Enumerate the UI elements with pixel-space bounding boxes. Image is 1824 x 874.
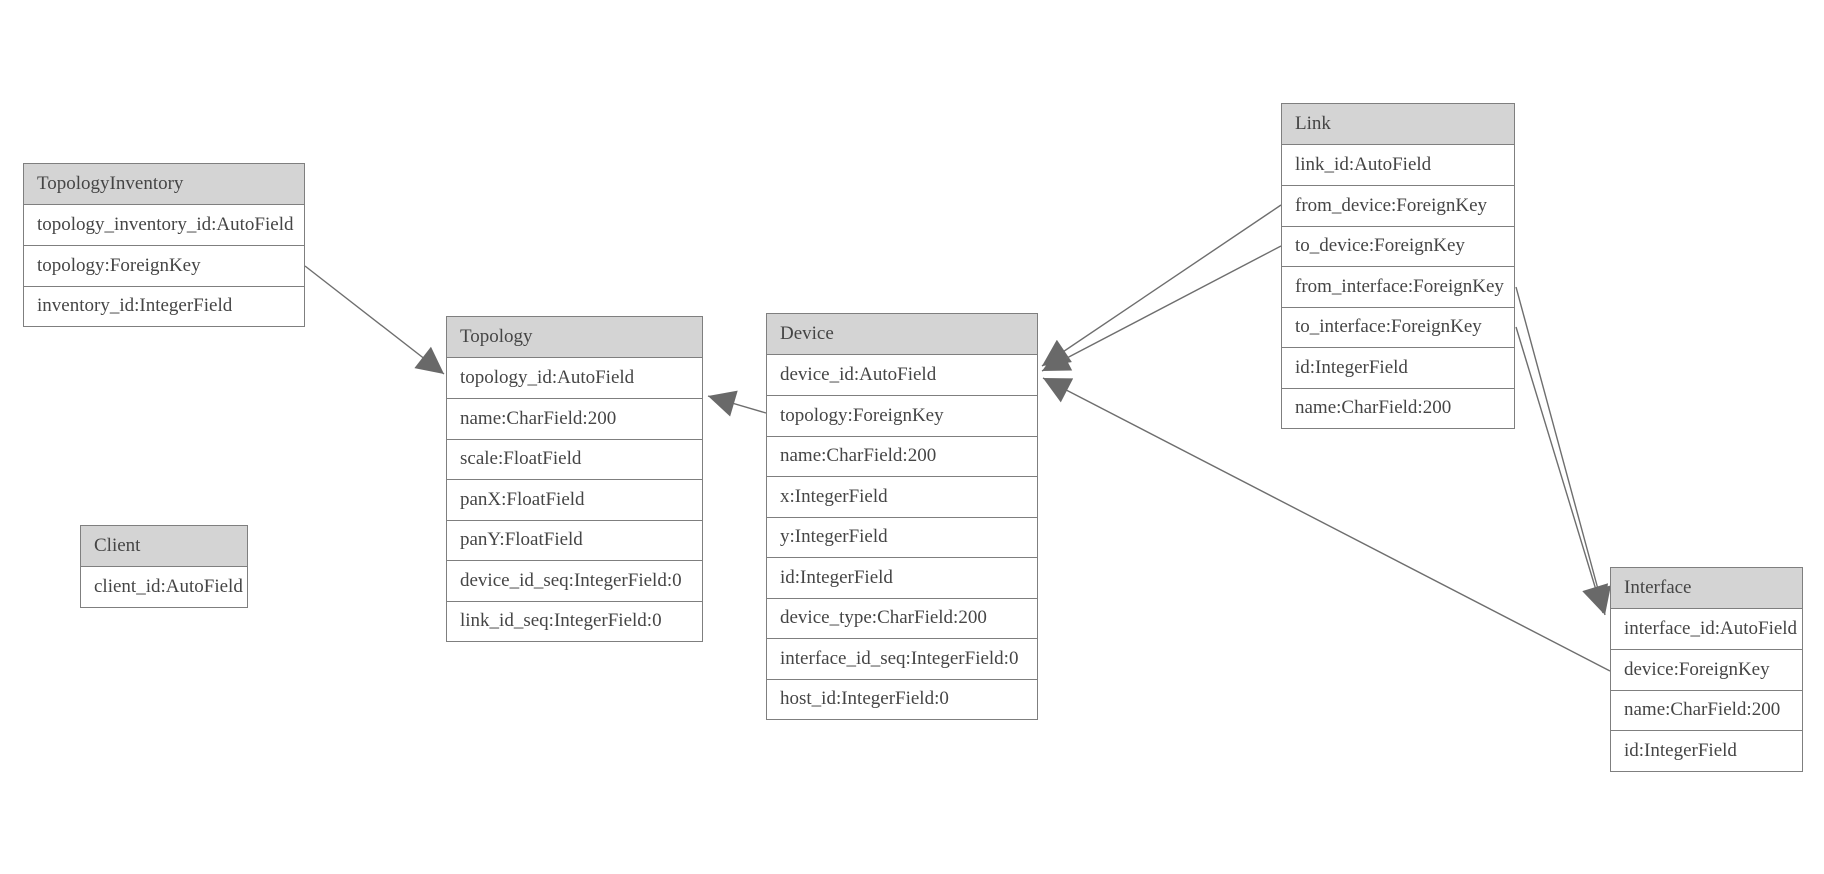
entity-field-row: device_id:AutoField: [780, 363, 937, 385]
entity-field-row: y:IntegerField: [767, 516, 1037, 558]
entity-field-row: x:IntegerField: [767, 476, 1037, 517]
entity-field-row: scale:FloatField: [447, 438, 702, 480]
entity-field-row: interface_id_seq:IntegerField:0: [767, 638, 1037, 679]
entity-field-row: name:CharField:200: [1282, 387, 1514, 429]
entity-field-row: link_id:AutoField: [1295, 153, 1432, 175]
entity-field-row: link_id_seq:IntegerField:0: [447, 600, 702, 642]
relation-line-link-to_device: [1041, 245, 1282, 372]
entity-field-row: to_interface:ForeignKey: [1282, 306, 1514, 348]
relation-line-device-topology: [707, 390, 767, 417]
entity-field-row: device_type:CharField:200: [767, 597, 1037, 639]
relation-line-interface-device: [1042, 377, 1611, 672]
entity-field-row: name:CharField:200: [1611, 689, 1802, 731]
entity-field-row: panY:FloatField: [447, 519, 702, 561]
entity-field-row: client_id:AutoField: [94, 575, 243, 597]
entity-field-row: device_id_seq:IntegerField:0: [447, 560, 702, 601]
entity-title-interface: Interface: [1611, 568, 1802, 609]
entity-field-row: id:IntegerField: [1611, 730, 1802, 771]
entity-field-row: name:CharField:200: [767, 435, 1037, 477]
entity-interface: Interface interface_id:AutoField device:Fo…: [1610, 567, 1803, 772]
entity-device: Device device_id:AutoField topology:Foreig…: [766, 313, 1038, 720]
entity-title-topology: Topology: [447, 317, 702, 358]
entity-field-row: from_device:ForeignKey: [1282, 185, 1514, 226]
entity-field-row: panX:FloatField: [447, 479, 702, 520]
entity-topologyinventory: TopologyInventory topology_inventory_id:A…: [23, 163, 305, 327]
entity-field-row: device:ForeignKey: [1611, 649, 1802, 690]
entity-field-row: inventory_id:IntegerField: [24, 285, 304, 327]
entity-field-row: topology_id:AutoField: [460, 366, 635, 388]
entity-client: Client client_id:AutoField: [80, 525, 248, 608]
entity-title-link: Link: [1282, 104, 1514, 145]
relation-line-link-from_device: [1041, 204, 1282, 367]
entity-field-row: interface_id:AutoField: [1624, 617, 1798, 639]
relation-line-topologyinventory-topology: [304, 265, 445, 375]
entity-field-row: id:IntegerField: [767, 557, 1037, 598]
entity-title-topologyinventory: TopologyInventory: [24, 164, 304, 205]
entity-field-row: name:CharField:200: [447, 398, 702, 439]
entity-field-row: topology:ForeignKey: [767, 395, 1037, 436]
entity-field-row: topology_inventory_id:AutoField: [37, 213, 294, 235]
entity-field-row: id:IntegerField: [1282, 347, 1514, 388]
entity-field-row: host_id:IntegerField:0: [767, 678, 1037, 720]
entity-title-client: Client: [81, 526, 247, 567]
entity-topology: Topology topology_id:AutoField name:CharFi…: [446, 316, 703, 642]
entity-title-device: Device: [767, 314, 1037, 355]
relation-line-link-from_interface: [1515, 286, 1611, 616]
entity-field-row: to_device:ForeignKey: [1282, 225, 1514, 267]
entity-field-row: topology:ForeignKey: [24, 245, 304, 286]
relation-line-link-to_interface: [1515, 326, 1609, 614]
entity-field-row: from_interface:ForeignKey: [1282, 266, 1514, 307]
entity-link: Link link_id:AutoField from_device:Foreign…: [1281, 103, 1515, 429]
